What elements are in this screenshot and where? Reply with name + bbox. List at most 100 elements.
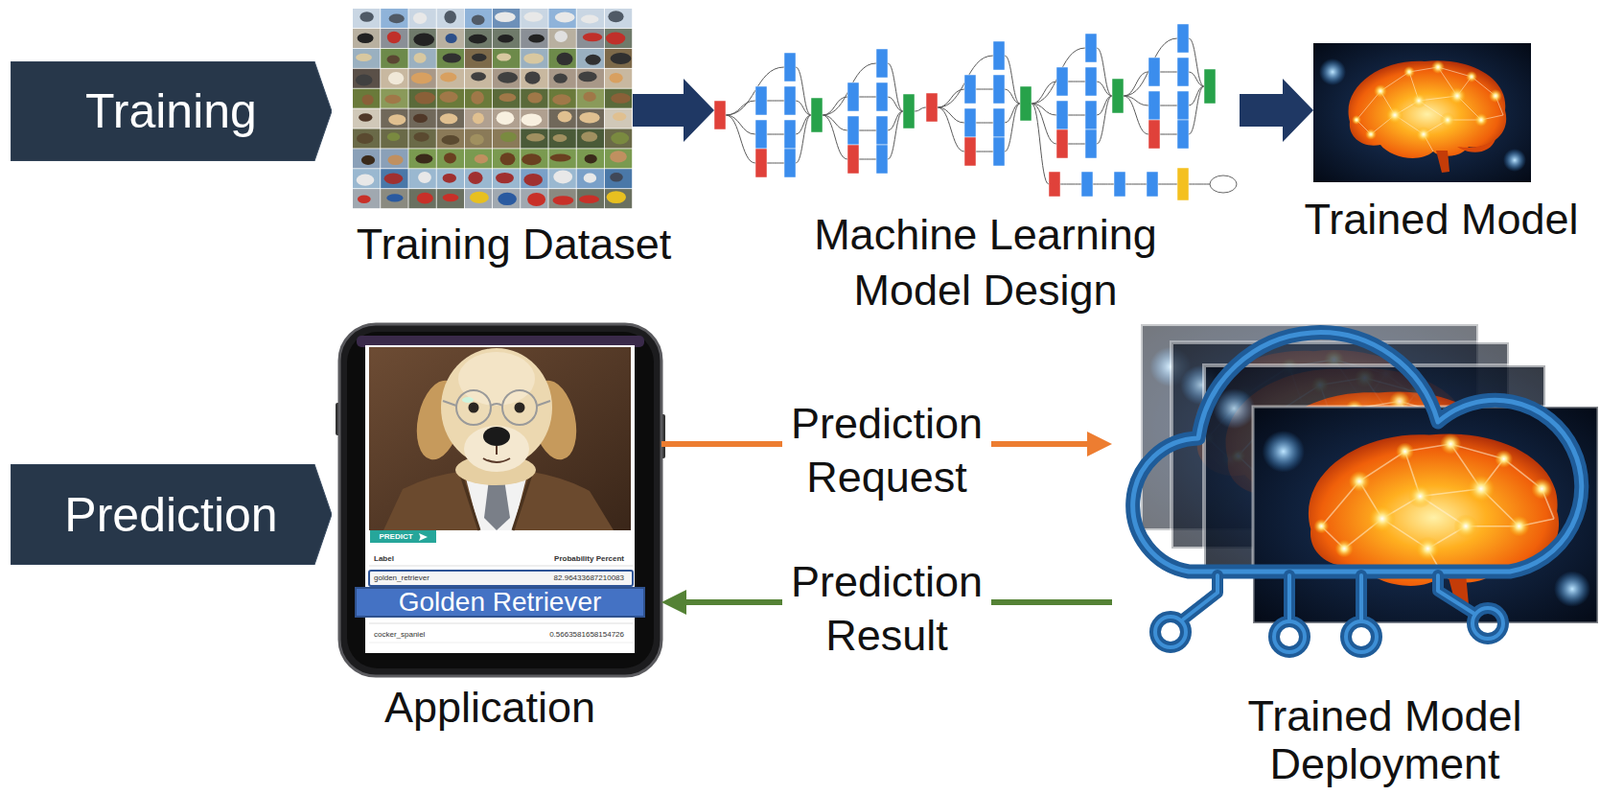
dataset-tile <box>577 148 604 168</box>
layer-link <box>1060 184 1082 186</box>
layer-link <box>937 107 965 152</box>
dog-muzzle <box>463 425 530 472</box>
layer-link <box>1067 81 1086 83</box>
layer-box <box>1148 91 1160 120</box>
dataset-object <box>580 131 598 142</box>
dataset-tile <box>352 89 380 109</box>
dataset-object <box>499 92 517 102</box>
layer-box <box>876 82 888 112</box>
block-arrow <box>1239 78 1314 142</box>
dataset-object <box>384 173 404 185</box>
node-caption: Machine Learning Model Design <box>784 207 1187 319</box>
dataset-tile <box>548 188 576 209</box>
cloud-outline-highlight <box>1133 332 1582 572</box>
layer-box <box>1148 57 1160 87</box>
dataset-tile <box>380 188 408 209</box>
dataset-object <box>415 154 433 164</box>
layer-link <box>795 100 812 116</box>
dataset-object <box>553 134 568 142</box>
cloud-illustration <box>1133 324 1599 652</box>
trained-model-image: Trained Model <box>1313 43 1531 183</box>
dataset-object <box>467 171 483 185</box>
dataset-tile <box>352 28 380 48</box>
node-label: Golden Retriever <box>398 588 603 616</box>
layer-box <box>847 82 859 112</box>
dataset-object <box>609 172 624 183</box>
dataset-tile <box>352 8 380 28</box>
layer-link <box>1159 134 1178 136</box>
layer-link <box>887 111 904 160</box>
layer-link <box>914 107 927 112</box>
dataset-object <box>610 92 631 104</box>
glasses-lens <box>456 390 491 425</box>
dataset-tile <box>352 69 380 89</box>
layer-box <box>993 41 1005 70</box>
dataset-tile <box>548 28 576 48</box>
layer-link <box>1096 47 1113 96</box>
dataset-tile <box>437 28 464 48</box>
layer-box <box>811 97 823 133</box>
dataset-tile <box>492 109 520 129</box>
layer-link <box>1004 89 1021 104</box>
layer-box <box>1056 100 1068 130</box>
edge-label: Prediction Request <box>782 396 992 505</box>
layer-box <box>847 144 859 174</box>
dataset-tile <box>492 69 520 89</box>
table-cell: Probability Percent <box>554 553 625 565</box>
layer-link <box>1188 86 1205 135</box>
dataset-object <box>554 30 568 43</box>
layer-link <box>795 115 812 163</box>
dataset-object <box>356 174 375 186</box>
dataset-object <box>417 192 434 205</box>
dataset-tile <box>492 48 520 69</box>
net-links <box>725 38 1210 185</box>
layer-box <box>1048 171 1061 197</box>
dataset-object <box>524 70 540 84</box>
layer-link <box>937 89 965 108</box>
dataset-object <box>414 132 430 142</box>
dataset-tile <box>380 8 408 28</box>
dataset-tile <box>548 168 576 188</box>
dataset-tile <box>437 8 464 28</box>
dataset-tile <box>437 48 464 69</box>
dataset-object <box>443 152 457 163</box>
dataset-object <box>582 32 603 42</box>
layer-link <box>1096 95 1113 144</box>
dataset-object <box>610 132 629 145</box>
layer-box <box>1085 33 1097 63</box>
layer-link <box>725 67 785 116</box>
dataset-tile <box>520 128 548 148</box>
dataset-object <box>553 72 568 83</box>
dataset-object <box>356 133 373 144</box>
layer-link <box>1188 38 1205 87</box>
dataset-object <box>384 94 401 104</box>
layer-box <box>714 100 726 130</box>
dog-head <box>440 347 553 467</box>
dataset-object <box>386 193 403 202</box>
layer-box <box>993 137 1005 166</box>
layer-box <box>1204 69 1216 104</box>
dataset-object <box>497 34 513 44</box>
dataset-object <box>609 72 624 83</box>
chevron-fill <box>10 463 332 565</box>
dataset-object <box>494 11 516 23</box>
dataset-object <box>578 71 597 83</box>
dataset-tile <box>408 69 436 89</box>
dataset-tile <box>520 28 548 48</box>
dataset-tile <box>437 168 464 188</box>
dataset-tile <box>520 168 548 188</box>
send-icon <box>418 533 428 541</box>
dataset-tile <box>520 8 548 28</box>
dataset-tile <box>604 8 632 28</box>
dataset-object <box>442 53 462 64</box>
layer-link <box>1031 103 1049 185</box>
dataset-object <box>387 55 400 65</box>
dataset-object <box>585 54 602 66</box>
layer-link <box>975 122 994 124</box>
glasses-lens <box>502 390 537 425</box>
layer-box <box>876 48 888 78</box>
dataset-tile <box>548 128 576 148</box>
dataset-object <box>388 114 406 125</box>
table-cell: 82.96433687210083 <box>554 572 625 584</box>
